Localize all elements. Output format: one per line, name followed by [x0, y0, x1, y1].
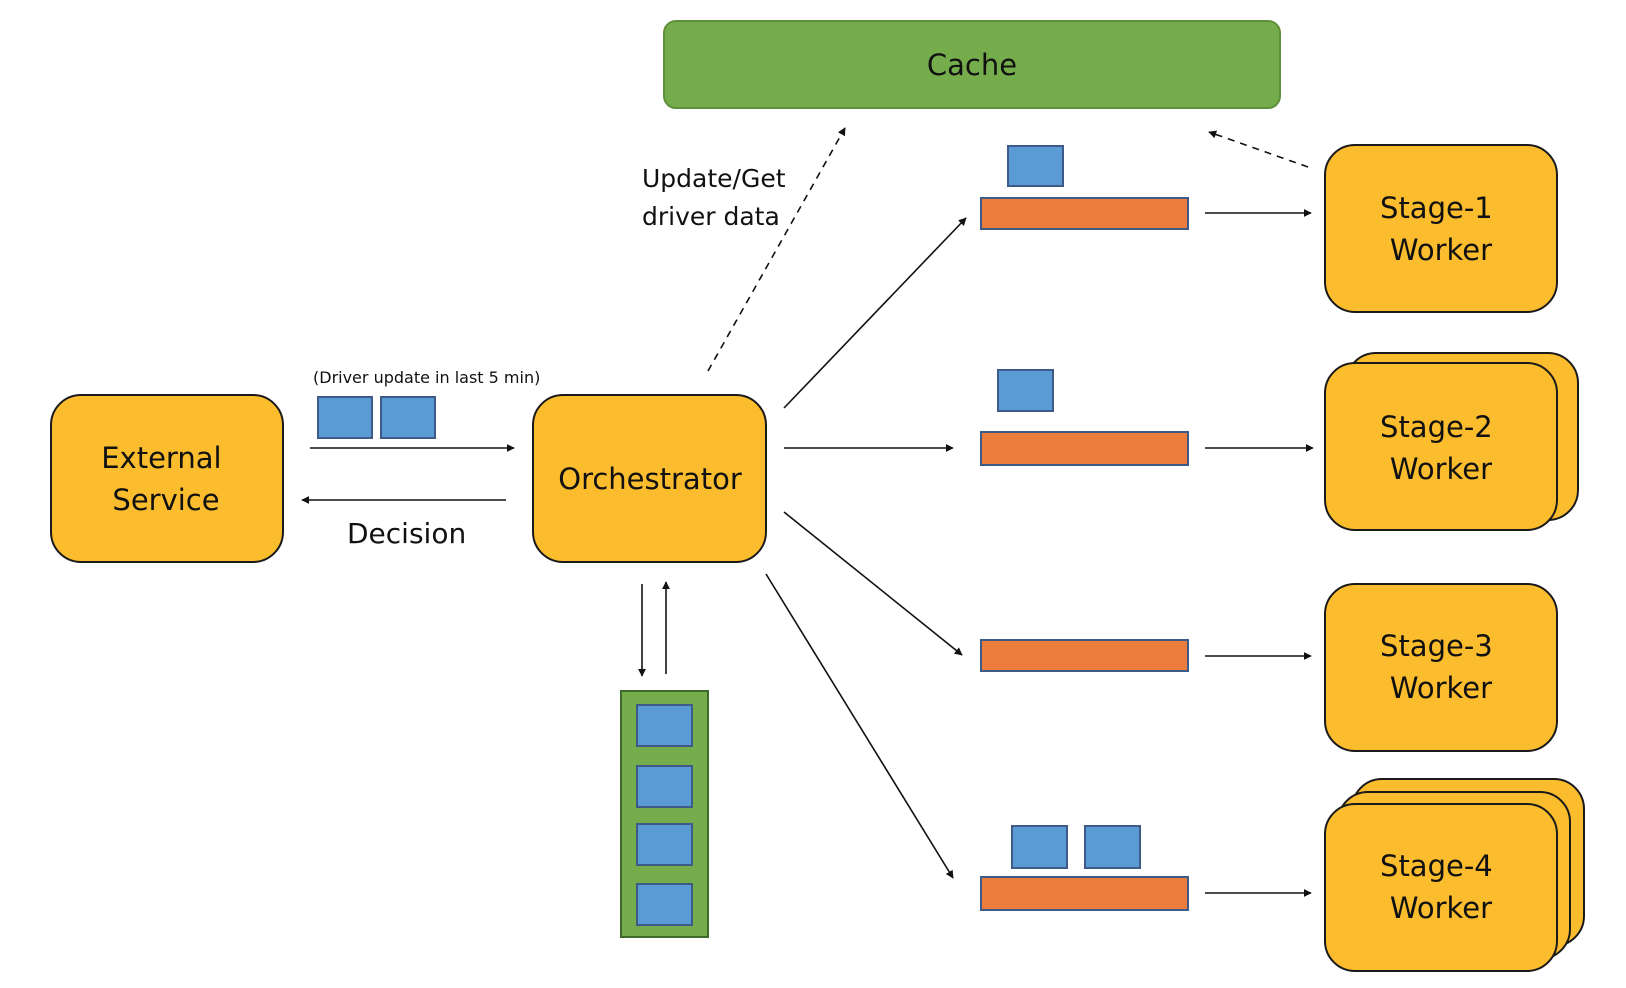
cache-label: Cache [927, 48, 1017, 82]
stage2-queue-message [997, 369, 1054, 412]
stage4-label-line2: Worker [1390, 891, 1492, 925]
stage3-worker-node[interactable]: Stage-3 Worker [1324, 583, 1558, 752]
external-service-label-line2: Service [112, 483, 219, 517]
stage3-label-line2: Worker [1390, 671, 1492, 705]
stage1-worker-node[interactable]: Stage-1 Worker [1324, 144, 1558, 313]
incoming-message [380, 396, 436, 439]
arrows [301, 127, 1314, 897]
stage4-queue-message [1084, 825, 1141, 869]
svg-text:Stage-2 Worker: Stage-2 Worker [1380, 410, 1502, 486]
stage3-label-line1: Stage-3 [1380, 629, 1493, 663]
update-get-label-line1: Update/Get [642, 164, 786, 193]
stage3-queue [980, 639, 1189, 672]
orchestrator-node[interactable]: Orchestrator [532, 394, 767, 563]
stage2-queue [980, 431, 1189, 466]
stage4-worker-node[interactable]: Stage-4 Worker [1324, 778, 1585, 972]
svg-text:Stage-3 Worker: Stage-3 Worker [1380, 629, 1502, 705]
stage4-queue [980, 876, 1189, 911]
external-service-node[interactable]: External Service [50, 394, 284, 563]
stage1-queue-message [1007, 145, 1064, 187]
buffer-message [636, 765, 693, 808]
arrow-stage1-to-cache [1208, 130, 1309, 168]
arrow-orchestrator-to-stage4-queue [765, 573, 954, 879]
arrow-orchestrator-to-stage1-queue [783, 217, 967, 409]
svg-text:External Service: External Service [101, 441, 231, 517]
svg-text:Update/Get driver data: Update/Get driver data [642, 164, 793, 231]
buffer-message [636, 704, 693, 747]
svg-text:Stage-1 Worker: Stage-1 Worker [1380, 191, 1502, 267]
stage1-label-line2: Worker [1390, 233, 1492, 267]
orchestrator-label: Orchestrator [558, 462, 742, 496]
buffer-message [636, 823, 693, 866]
decision-label: Decision [347, 517, 466, 550]
update-get-label-line2: driver data [642, 202, 780, 231]
stage2-label-line2: Worker [1390, 452, 1492, 486]
arrow-orchestrator-to-stage3-queue [783, 511, 963, 656]
stage4-label-line1: Stage-4 [1380, 849, 1493, 883]
orchestrator-buffer [620, 690, 709, 938]
incoming-message [317, 396, 373, 439]
buffer-message [636, 883, 693, 926]
driver-update-label: (Driver update in last 5 min) [313, 368, 540, 387]
stage4-queue-message [1011, 825, 1068, 869]
stage1-label-line1: Stage-1 [1380, 191, 1493, 225]
svg-text:Stage-4 Worker: Stage-4 Worker [1380, 849, 1502, 925]
stage2-worker-node[interactable]: Stage-2 Worker [1324, 352, 1579, 531]
cache-node[interactable]: Cache [663, 20, 1281, 109]
stage1-queue [980, 197, 1189, 230]
external-service-label-line1: External [101, 441, 221, 475]
stage2-label-line1: Stage-2 [1380, 410, 1493, 444]
